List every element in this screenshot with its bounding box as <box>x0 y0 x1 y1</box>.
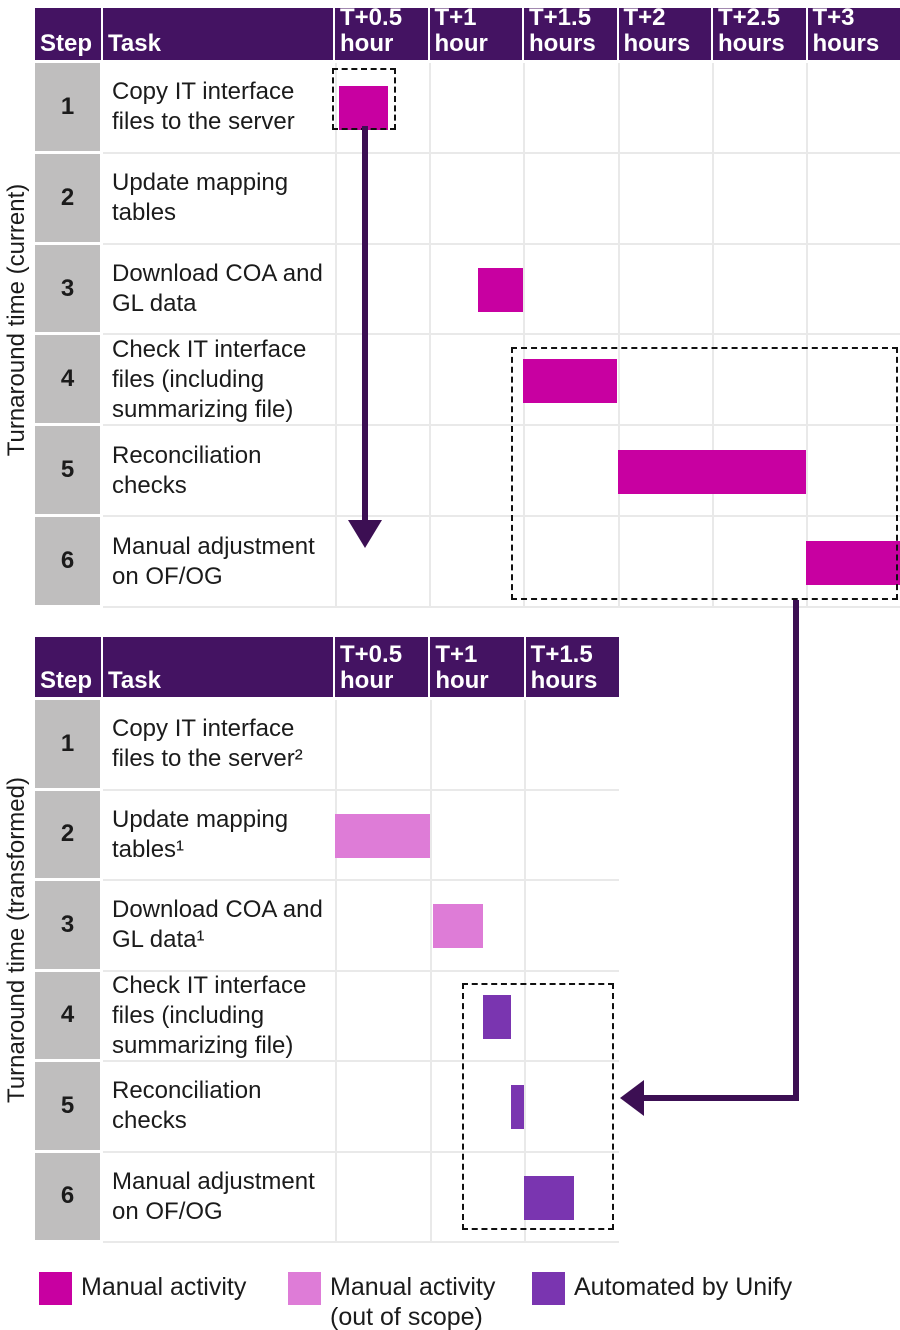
current-table-body: 1 Copy IT interface files to the server … <box>35 63 900 608</box>
task-label: Check IT interface files (including summ… <box>103 972 335 1062</box>
current-header-task: Task <box>103 8 335 60</box>
current-gantt-table: Step Task T+0.5 hour T+1 hour T+1.5 hour… <box>35 5 900 608</box>
step-number: 2 <box>35 153 103 245</box>
legend-item-manual-out-of-scope: Manual activity (out of scope) <box>288 1272 523 1330</box>
current-header-t15: T+1.5 hours <box>524 5 619 60</box>
gantt-bar-current-step3 <box>478 268 524 313</box>
down-arrow-head-icon <box>348 520 382 548</box>
current-header-row: Step Task T+0.5 hour T+1 hour T+1.5 hour… <box>35 5 900 60</box>
step-number: 2 <box>35 790 103 881</box>
gantt-bar-transformed-step6 <box>524 1175 574 1220</box>
task-label: Download COA and GL data¹ <box>103 881 335 972</box>
table-row: 3 Download COA and GL data¹ <box>35 881 620 972</box>
task-label: Update mapping tables <box>103 154 335 245</box>
legend-swatch-automated <box>532 1272 565 1305</box>
step-number: 3 <box>35 881 103 972</box>
connector-arrow-head-icon <box>620 1080 644 1116</box>
gantt-bar-current-step6 <box>805 540 900 585</box>
task-label: Check IT interface files (including summ… <box>103 335 335 427</box>
connector-arrow-vertical-line <box>793 600 799 1101</box>
dashed-box-current-steps4-6 <box>511 347 898 600</box>
connector-arrow-horizontal-line <box>640 1095 799 1101</box>
dashed-box-current-step1 <box>332 68 396 130</box>
step-number: 4 <box>35 971 103 1062</box>
gantt-bar-transformed-step4 <box>482 994 512 1039</box>
task-label: Copy IT interface files to the server <box>103 63 335 154</box>
table-row: 1 Copy IT interface files to the server² <box>35 700 620 791</box>
current-header-step: Step <box>35 8 103 60</box>
down-arrow-line <box>362 126 368 522</box>
current-header-t25: T+2.5 hours <box>713 5 808 60</box>
legend-swatch-manual-out-of-scope <box>288 1272 321 1305</box>
transformed-gantt-table: Step Task T+0.5 hour T+1 hour T+1.5 hour… <box>35 637 620 1243</box>
table-row: 2 Update mapping tables <box>35 153 900 245</box>
legend-item-manual: Manual activity <box>39 1272 269 1305</box>
task-label: Reconciliation checks <box>103 1062 335 1153</box>
table-row: 4 Check IT interface files (including su… <box>35 335 900 427</box>
axis-label-transformed: Turnaround time (transformed) <box>3 777 30 1103</box>
task-label: Reconciliation checks <box>103 426 335 518</box>
step-number: 5 <box>35 1062 103 1153</box>
transformed-header-t1: T+1 hour <box>430 637 526 697</box>
task-label: Manual adjustment on OF/OG <box>103 517 335 608</box>
task-label: Update mapping tables¹ <box>103 791 335 881</box>
table-row: 5 Reconciliation checks <box>35 1062 620 1153</box>
axis-label-current: Turnaround time (current) <box>3 183 30 457</box>
transformed-header-step: Step <box>35 637 103 697</box>
legend-label: Manual activity (out of scope) <box>330 1273 496 1330</box>
transformed-table-body: 1 Copy IT interface files to the server²… <box>35 700 620 1243</box>
gantt-bar-current-step1 <box>338 86 388 131</box>
transformed-header-t15: T+1.5 hours <box>525 637 619 697</box>
dashed-box-transformed-steps4-6 <box>462 983 614 1230</box>
gantt-bar-transformed-step3 <box>433 904 483 949</box>
gantt-bar-current-step4 <box>523 358 618 403</box>
step-number: 6 <box>35 1152 103 1243</box>
step-number: 5 <box>35 426 103 518</box>
current-header-t2: T+2 hours <box>618 5 713 60</box>
step-number: 3 <box>35 244 103 336</box>
transformed-header-row: Step Task T+0.5 hour T+1 hour T+1.5 hour… <box>35 637 619 697</box>
current-header-t05: T+0.5 hour <box>335 5 430 60</box>
legend-item-automated: Automated by Unify <box>532 1272 832 1305</box>
task-label: Manual adjustment on OF/OG <box>103 1153 335 1243</box>
step-number: 1 <box>35 700 103 791</box>
table-row: 3 Download COA and GL data <box>35 244 900 336</box>
table-row: 4 Check IT interface files (including su… <box>35 971 620 1062</box>
transformed-header-t05: T+0.5 hour <box>335 637 431 697</box>
legend-label: Manual activity <box>81 1273 247 1301</box>
current-header-t3: T+3 hours <box>807 5 900 60</box>
transformed-timeline-overlay <box>335 700 619 1243</box>
task-label: Download COA and GL data <box>103 245 335 336</box>
legend-swatch-manual <box>39 1272 72 1305</box>
table-row: 2 Update mapping tables¹ <box>35 790 620 881</box>
gantt-bar-transformed-step2 <box>335 813 430 858</box>
table-row: 5 Reconciliation checks <box>35 426 900 518</box>
transformed-header-task: Task <box>103 637 335 697</box>
task-label: Copy IT interface files to the server² <box>103 700 335 791</box>
legend-label: Automated by Unify <box>574 1273 793 1301</box>
current-header-t1: T+1 hour <box>429 5 524 60</box>
current-timeline-overlay <box>335 63 900 608</box>
table-row: 1 Copy IT interface files to the server <box>35 63 900 154</box>
table-row: 6 Manual adjustment on OF/OG <box>35 517 900 608</box>
step-number: 4 <box>35 335 103 427</box>
gantt-bar-transformed-step5 <box>511 1085 525 1130</box>
gantt-bar-current-step5 <box>617 449 806 494</box>
step-number: 1 <box>35 63 103 154</box>
step-number: 6 <box>35 517 103 608</box>
